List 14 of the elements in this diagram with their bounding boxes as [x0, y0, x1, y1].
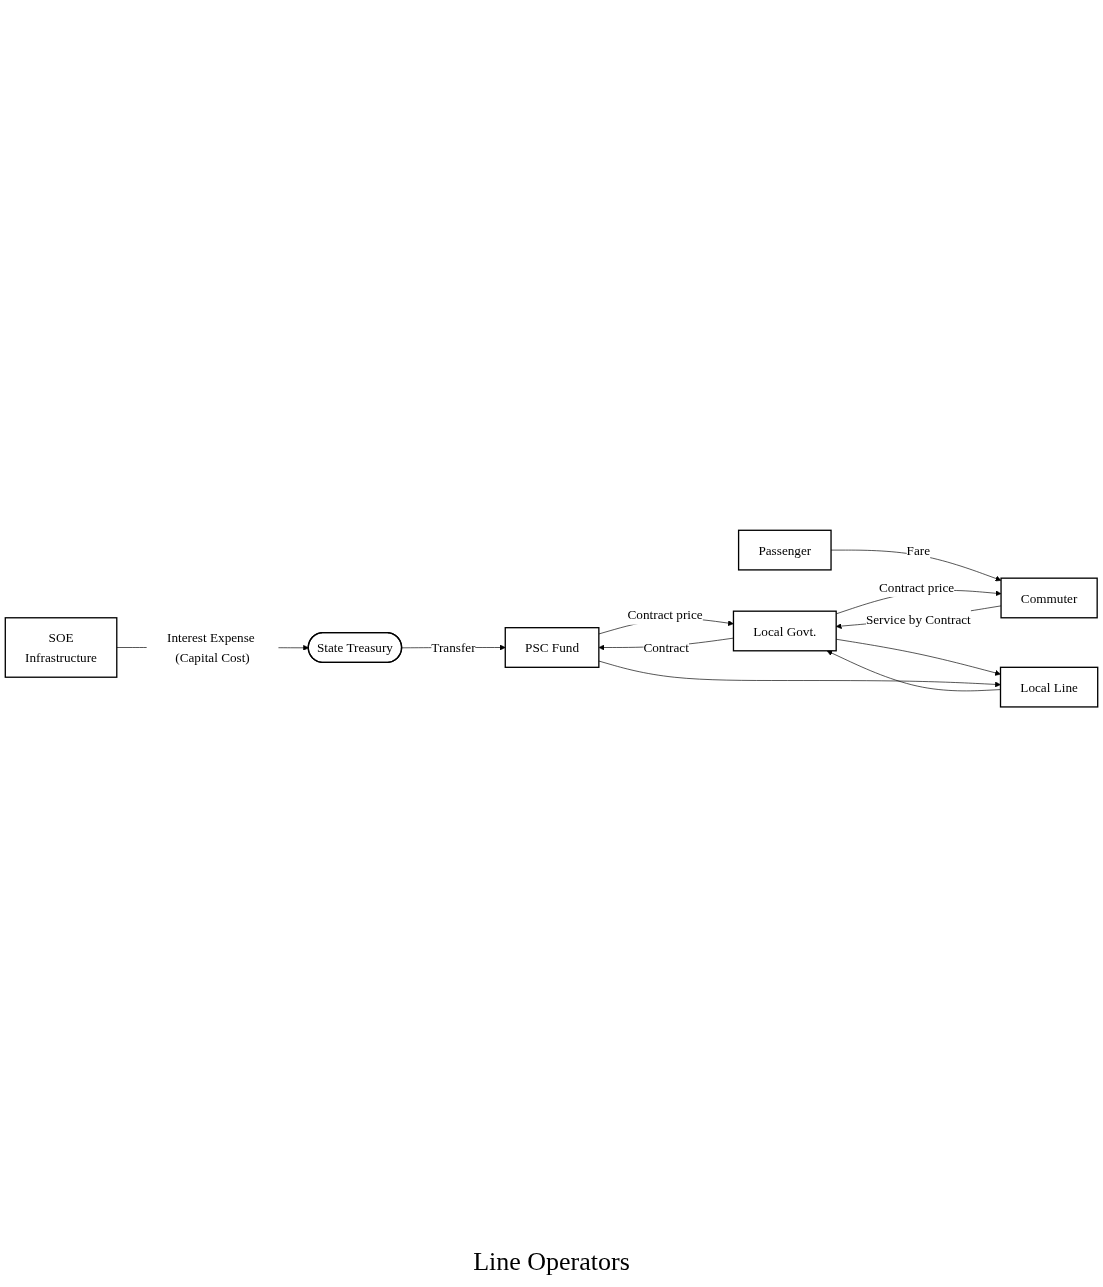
node-box: Commuter — [1000, 577, 1098, 619]
node-box: PSC Fund — [504, 626, 600, 668]
node-box: Local Govt. — [732, 610, 837, 652]
edge-label: Service by Contract — [865, 612, 971, 627]
node-box: Passenger — [737, 529, 832, 571]
group-label: Line Operators — [473, 1247, 630, 1277]
node-box: Local Line — [999, 666, 1099, 708]
node-box: SOE Infrastructure — [4, 617, 118, 678]
edge-label: Transfer — [431, 640, 476, 655]
edge-label: Contract price — [627, 607, 703, 622]
edge-label: Contract price — [879, 579, 955, 595]
edge-label: Fare — [906, 542, 931, 558]
edge-label: Contract — [643, 640, 689, 655]
edge-label: Interest Expense (Capital Cost) — [167, 630, 255, 665]
